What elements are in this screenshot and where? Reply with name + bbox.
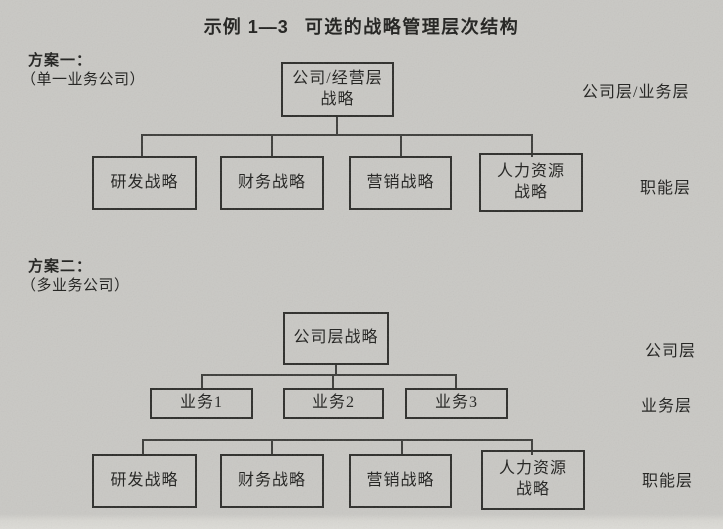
plan2-box-rd-strategy: 研发战略 [92,454,197,508]
plan1-box-rd-label: 研发战略 [110,173,179,191]
plan1-root-line1: 公司/经营层 [292,69,383,87]
plan2-box-marketing-strategy: 营销战略 [349,454,452,508]
plan1-root-box: 公司/经营层 战略 [281,62,394,117]
plan1-box-marketing-label: 营销战略 [366,173,435,191]
plan1-box-hr-strategy: 人力资源 战略 [479,153,583,212]
plan2-function-rail-line [142,439,533,441]
plan1-root-drop-line [336,117,338,135]
plan1-level-label-corporate-business: 公司层/业务层 [582,84,690,101]
plan2-business-rail-line [201,374,457,376]
plan1-box-finance-label: 财务战略 [237,173,306,191]
figure-number: 示例 1—3 [203,17,289,37]
plan1-box-finance-strategy: 财务战略 [220,156,324,210]
plan2-box-finance-strategy: 财务战略 [220,454,324,508]
plan2-business-drop-line-2 [332,374,334,389]
plan1-drop-line-2 [271,134,273,157]
plan1-level-label-functional: 职能层 [640,180,692,197]
plan2-box-hr-line1: 人力资源 [498,460,567,478]
figure-title: 示例 1—3 可选的战略管理层次结构 [0,13,723,39]
figure-title-text: 可选的战略管理层次结构 [304,17,520,37]
plan2-level-label-corporate: 公司层 [645,343,697,360]
plan2-function-drop-line-3 [401,439,403,455]
plan2-heading: 方案二： [28,258,93,275]
plan2-box-business2: 业务2 [283,388,384,419]
plan2-subheading: （多业务公司） [21,278,130,294]
plan1-box-hr-line2: 战略 [513,183,548,201]
plan1-root-line2: 战略 [320,90,355,108]
plan1-box-marketing-strategy: 营销战略 [349,156,452,210]
plan1-subheading: （单一业务公司） [21,72,146,88]
plan1-heading: 方案一： [28,52,93,69]
plan2-level-label-functional: 职能层 [642,473,694,490]
plan2-business-drop-line-1 [201,374,203,389]
plan1-drop-line-3 [400,134,402,157]
plan2-box-business3-label: 业务3 [434,394,478,412]
plan1-box-rd-strategy: 研发战略 [92,156,197,210]
plan2-business-drop-line-3 [455,374,457,389]
plan2-box-business2-label: 业务2 [311,394,355,412]
plan1-box-hr-line1: 人力资源 [496,162,565,180]
plan2-box-finance-label: 财务战略 [237,471,306,489]
plan2-root-box: 公司层战略 [283,312,389,365]
plan2-box-hr-line2: 战略 [515,481,550,498]
plan2-box-hr-strategy: 人力资源 战略 [481,450,585,510]
plan2-box-marketing-label: 营销战略 [366,471,435,489]
plan2-root-label: 公司层战略 [293,329,379,347]
plan2-box-business3: 业务3 [405,388,508,419]
plan2-box-rd-label: 研发战略 [110,471,179,489]
plan2-box-business1: 业务1 [150,388,253,419]
plan2-box-business1-label: 业务1 [179,394,223,412]
plan2-function-drop-line-2 [271,439,273,455]
plan2-level-label-business: 业务层 [641,398,693,415]
plan2-function-drop-line-1 [142,439,144,455]
plan1-drop-line-1 [141,134,143,157]
plan1-sibling-rail-line [141,134,533,136]
page-bottom-scan-edge [0,514,723,529]
